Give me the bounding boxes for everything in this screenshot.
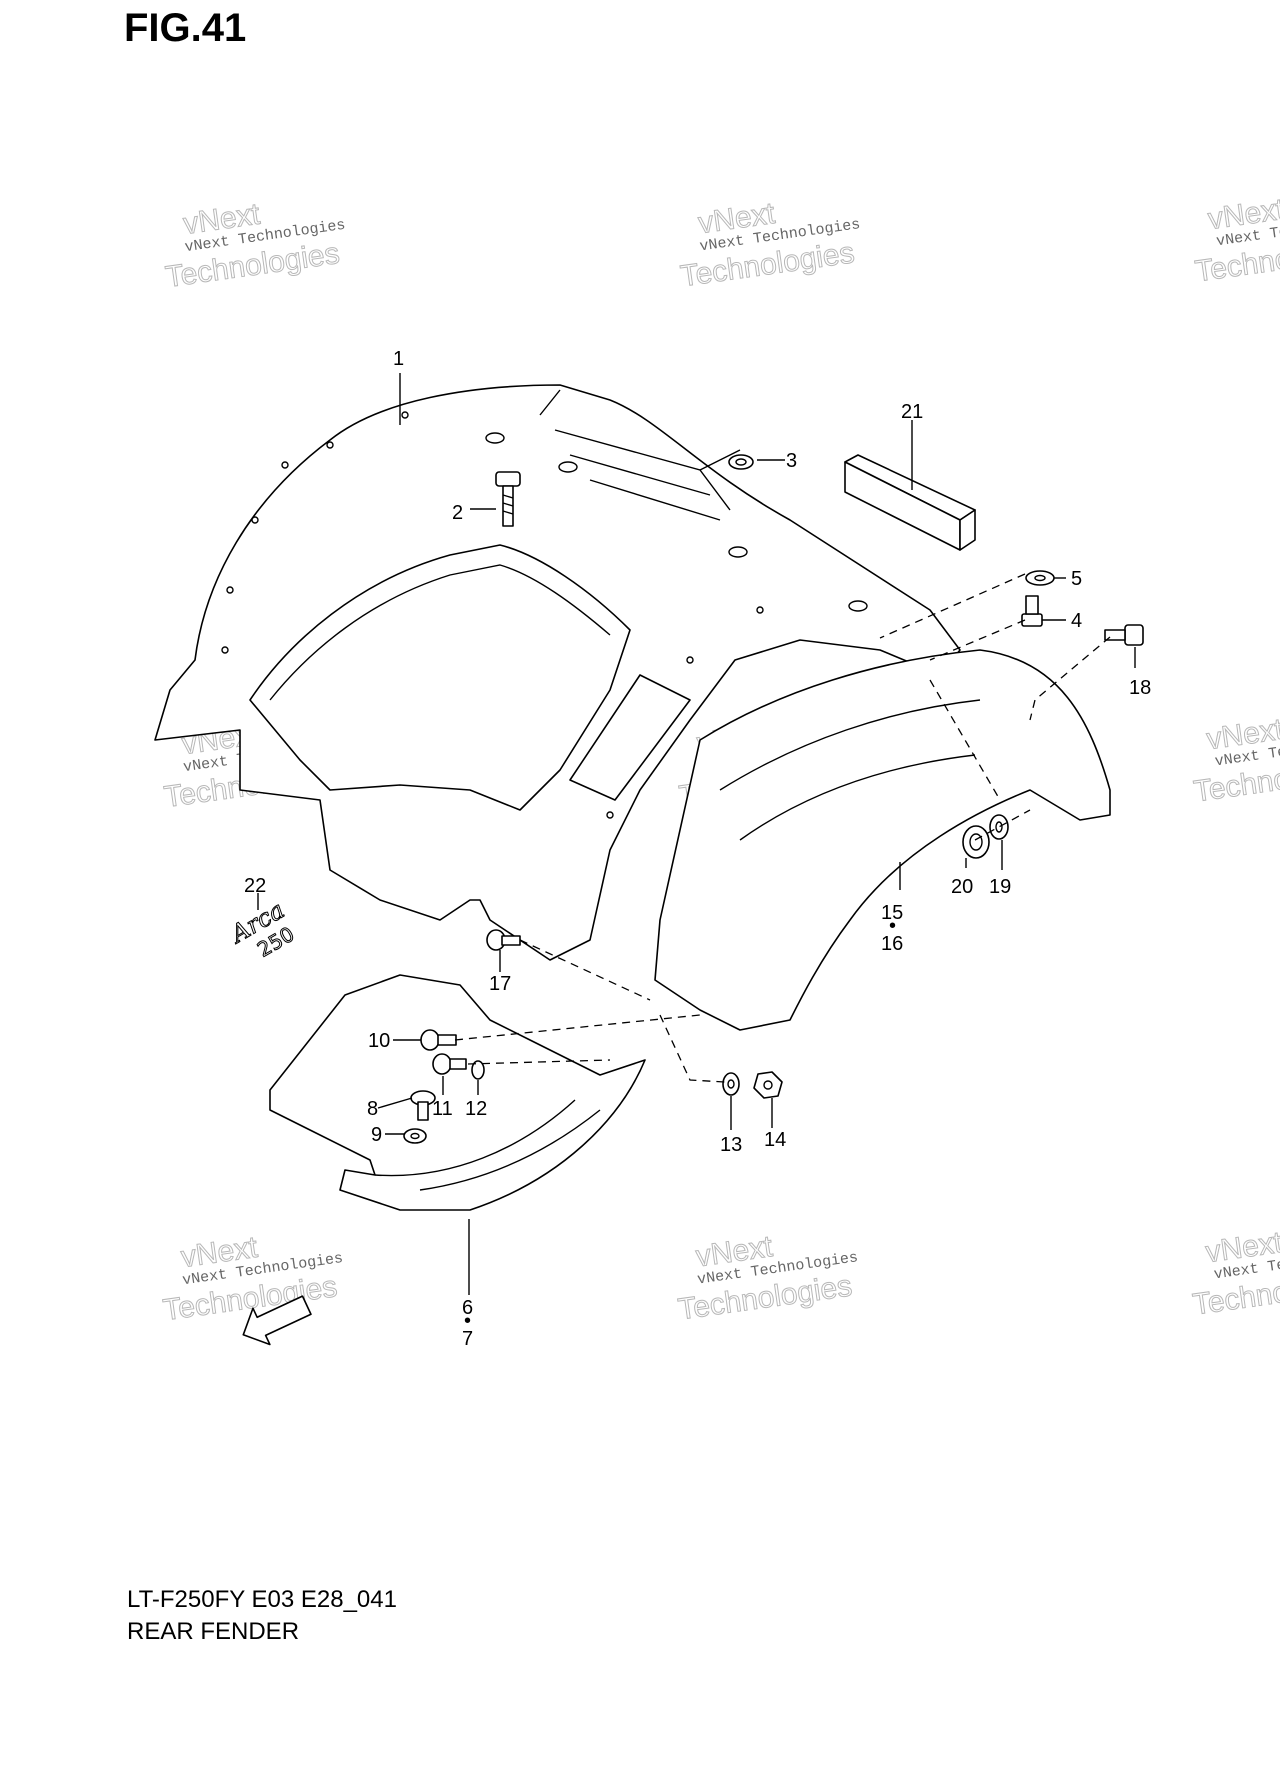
callout-18: 18 bbox=[1129, 677, 1151, 699]
washer-9 bbox=[403, 1128, 427, 1144]
callout-17: 17 bbox=[489, 973, 511, 995]
washer-19 bbox=[989, 814, 1009, 840]
nut-14 bbox=[753, 1071, 783, 1099]
fwd-arrow-icon: FWD bbox=[242, 1295, 312, 1346]
callout-4: 4 bbox=[1071, 610, 1082, 632]
bolt-18 bbox=[1104, 624, 1144, 646]
screw-17 bbox=[486, 929, 521, 951]
leader-lines bbox=[257, 373, 1136, 1295]
washer-5 bbox=[1025, 570, 1055, 586]
watermark-top-center: vNext Technologies vNext Technologies bbox=[678, 196, 861, 293]
watermark-mid-right: vNext Technologies vNext Technologies bbox=[1191, 712, 1280, 809]
callout-22: 22 bbox=[244, 875, 266, 897]
callout-6: 6 bbox=[462, 1297, 473, 1319]
callout-11: 11 bbox=[432, 1098, 453, 1120]
washer-13 bbox=[722, 1072, 740, 1096]
nut-12 bbox=[471, 1060, 485, 1080]
callout-6-7-range-dot: • bbox=[464, 1310, 471, 1332]
watermark-top-left: vNext Technologies vNext Technologies bbox=[163, 197, 346, 294]
callout-9: 9 bbox=[371, 1124, 382, 1146]
callout-15: 15 bbox=[881, 902, 903, 924]
rear-fender-side-extension bbox=[654, 649, 1111, 1031]
screw-8 bbox=[410, 1090, 436, 1121]
bolt-4 bbox=[1021, 595, 1043, 627]
callout-12: 12 bbox=[465, 1098, 487, 1120]
callout-7: 7 bbox=[462, 1328, 473, 1350]
model-code: LT-F250FY E03 E28_041 bbox=[127, 1586, 397, 1613]
side-guard-panel bbox=[269, 974, 646, 1211]
callout-16: 16 bbox=[881, 933, 903, 955]
callout-14: 14 bbox=[764, 1129, 786, 1151]
bolt-2 bbox=[495, 471, 521, 527]
callout-numbers: 1 2 3 4 5 6 • 7 8 9 10 11 12 13 14 15 • … bbox=[244, 348, 1151, 1350]
figure-title: FIG.41 bbox=[124, 6, 247, 50]
rear-fender-main-body bbox=[154, 384, 961, 961]
section-name: REAR FENDER bbox=[127, 1618, 300, 1645]
screw-11 bbox=[432, 1053, 467, 1075]
callout-15-16-range-dot: • bbox=[889, 915, 896, 937]
callout-10: 10 bbox=[368, 1030, 390, 1052]
emblem-decal: Arca 250 bbox=[224, 895, 299, 962]
watermark-bottom-center: vNext Technologies vNext Technologies bbox=[676, 1230, 859, 1327]
callout-21: 21 bbox=[901, 401, 923, 423]
callout-8: 8 bbox=[367, 1098, 378, 1120]
callout-19: 19 bbox=[989, 876, 1011, 898]
callout-2: 2 bbox=[452, 502, 463, 524]
watermark-bottom-right: vNext Technologies vNext Technologies bbox=[1190, 1225, 1280, 1322]
watermark-top-right: vNext Technologies vNext Technologies bbox=[1193, 192, 1280, 289]
grommet-3 bbox=[728, 454, 754, 470]
collar-20 bbox=[962, 825, 990, 859]
callout-13: 13 bbox=[720, 1134, 742, 1156]
callout-1: 1 bbox=[393, 348, 404, 370]
rack-pad bbox=[844, 454, 976, 551]
callout-5: 5 bbox=[1071, 568, 1082, 590]
callout-3: 3 bbox=[786, 450, 797, 472]
callout-20: 20 bbox=[951, 876, 973, 898]
assembly-lines bbox=[454, 573, 1111, 1083]
